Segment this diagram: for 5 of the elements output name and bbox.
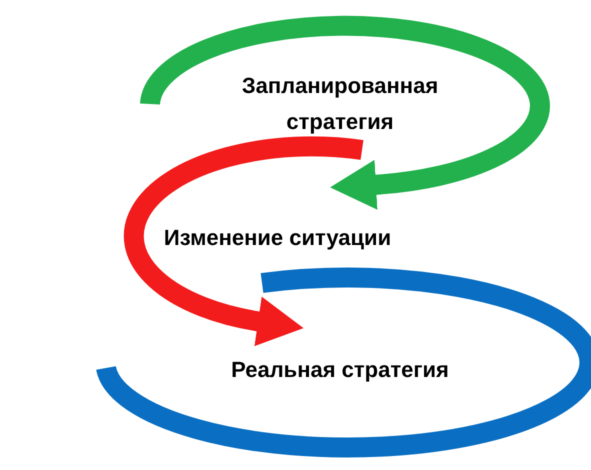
label-text: Запланированная стратегия: [240, 72, 440, 136]
label-text: Изменение ситуации: [164, 224, 392, 252]
label-text: Реальная стратегия: [231, 356, 449, 384]
arrow: [140, 16, 550, 210]
arrow: [124, 136, 364, 346]
